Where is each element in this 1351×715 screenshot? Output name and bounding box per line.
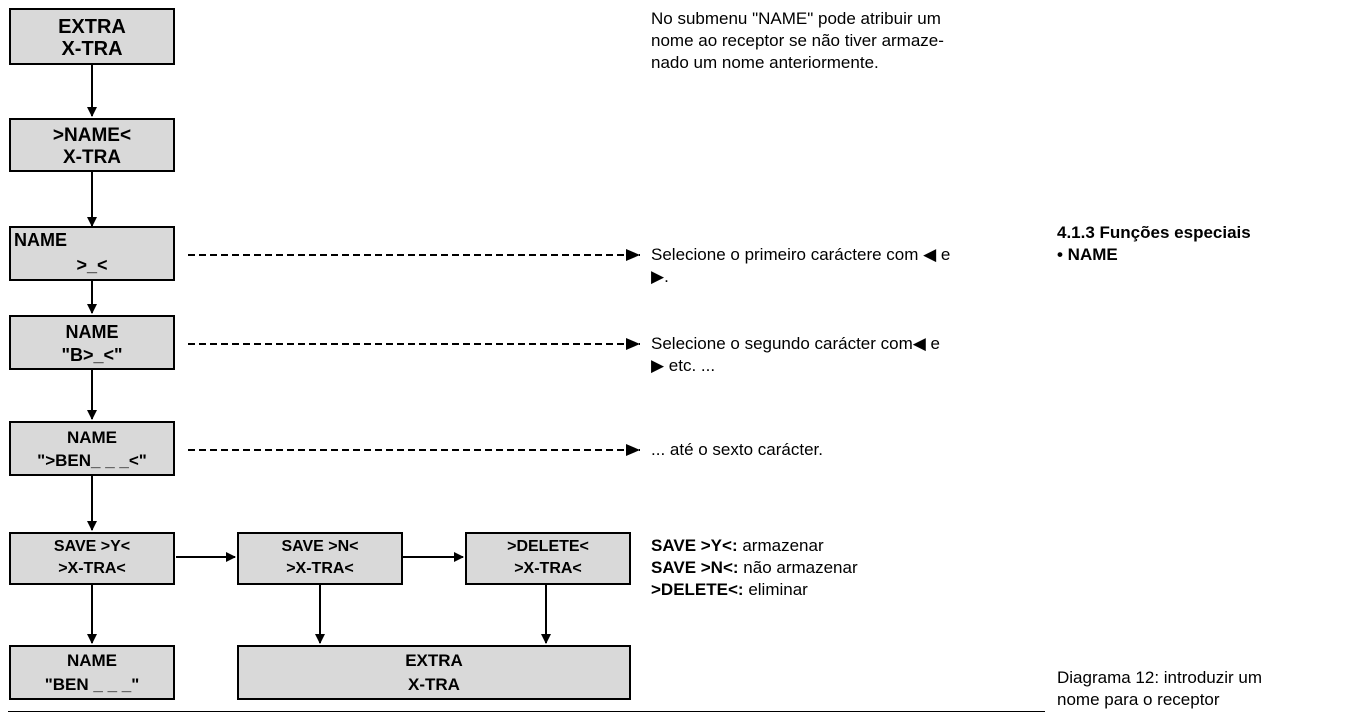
box-line-2: X-TRA (62, 147, 122, 168)
box-line-1: EXTRA (58, 16, 126, 38)
box-line-1: EXTRA (405, 651, 463, 670)
bottom-divider (8, 711, 1045, 712)
intro-line-1: No submenu "NAME" pode atribuir um (651, 9, 941, 28)
box-line-1: >DELETE< (507, 538, 589, 555)
legend-save-y-key: SAVE >Y<: (651, 536, 738, 555)
box-line-2: "B>_<" (61, 345, 123, 365)
caption-line-1: Diagrama 12: introduzir um (1057, 668, 1263, 687)
section-title: 4.1.3 Funções especiais (1057, 223, 1251, 242)
menu-box-name-b: NAME "B>_<" (9, 315, 175, 370)
caption-line-2: nome para o receptor (1057, 690, 1220, 709)
legend-save-n: SAVE >N<: não armazenar (651, 557, 858, 579)
box-line-2: >_< (76, 255, 108, 275)
box-line-1: NAME (66, 428, 118, 447)
dashed-arrowhead-sixth (626, 444, 640, 456)
box-line-1: NAME (65, 322, 119, 342)
save-options-legend: SAVE >Y<: armazenar SAVE >N<: não armaze… (651, 535, 858, 601)
box-line-2: >X-TRA< (286, 560, 354, 577)
legend-save-y-text: armazenar (737, 536, 824, 555)
menu-box-name-ben: NAME ">BEN_ _ _<" (9, 421, 175, 476)
box-line-1: SAVE >Y< (53, 538, 131, 555)
menu-box-name-result: NAME "BEN _ _ _" (9, 645, 175, 700)
menu-box-name-empty: NAME >_< (9, 226, 175, 281)
second-char-line-2: ▶ etc. ... (651, 356, 716, 375)
section-item: • NAME (1057, 245, 1118, 264)
legend-delete-key: >DELETE<: (651, 580, 744, 599)
box-line-2: >X-TRA< (58, 560, 126, 577)
intro-text: No submenu "NAME" pode atribuir um nome … (651, 8, 944, 74)
legend-delete: >DELETE<: eliminar (651, 579, 858, 601)
legend-save-n-text: não armazenar (738, 558, 858, 577)
intro-line-2: nome ao receptor se não tiver armaze- (651, 31, 944, 50)
menu-box-delete: >DELETE< >X-TRA< (465, 532, 631, 585)
menu-box-extra-bottom: EXTRA X-TRA (237, 645, 631, 700)
box-line-1: SAVE >N< (281, 538, 359, 555)
menu-box-save-y: SAVE >Y< >X-TRA< (9, 532, 175, 585)
box-line-2: "BEN _ _ _" (44, 675, 140, 694)
legend-delete-text: eliminar (743, 580, 808, 599)
second-char-instruction: Selecione o segundo carácter com◀ e ▶ et… (651, 333, 940, 377)
second-char-line-1: Selecione o segundo carácter com◀ e (651, 334, 941, 353)
box-line-2: >X-TRA< (514, 560, 582, 577)
menu-box-extra: EXTRA X-TRA (9, 8, 175, 65)
dashed-arrowhead-first (626, 249, 640, 261)
menu-box-save-n: SAVE >N< >X-TRA< (237, 532, 403, 585)
box-line-1: >NAME< (52, 125, 132, 146)
box-line-1: NAME (14, 230, 67, 250)
section-heading: 4.1.3 Funções especiais • NAME (1057, 222, 1251, 266)
box-line-2: ">BEN_ _ _<" (37, 451, 147, 470)
box-line-1: NAME (66, 651, 118, 670)
sixth-char-line: ... até o sexto carácter. (651, 440, 823, 459)
intro-line-3: nado um nome anteriormente. (651, 53, 879, 72)
first-char-line-2: ▶. (651, 267, 669, 286)
box-line-2: X-TRA (61, 38, 123, 60)
legend-save-y: SAVE >Y<: armazenar (651, 535, 858, 557)
first-char-line-1: Selecione o primeiro caráctere com ◀ e (651, 245, 951, 264)
legend-save-n-key: SAVE >N<: (651, 558, 739, 577)
first-char-instruction: Selecione o primeiro caráctere com ◀ e ▶… (651, 244, 950, 288)
dashed-arrowhead-second (626, 338, 640, 350)
menu-box-name-menu: >NAME< X-TRA (9, 118, 175, 172)
diagram-caption: Diagrama 12: introduzir um nome para o r… (1057, 667, 1262, 711)
sixth-char-instruction: ... até o sexto carácter. (651, 439, 823, 461)
box-line-2: X-TRA (408, 675, 460, 694)
